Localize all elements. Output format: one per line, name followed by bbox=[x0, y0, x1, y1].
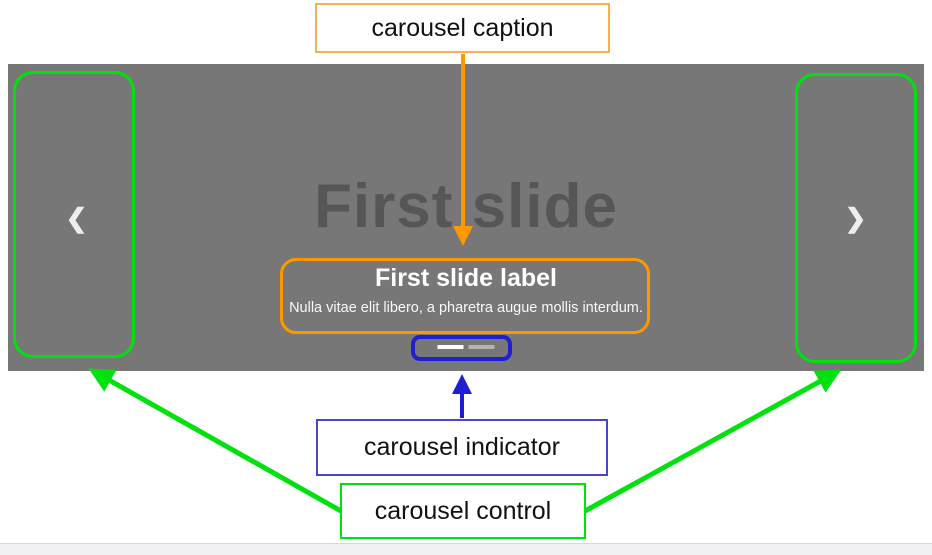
label-carousel-caption-text: carousel caption bbox=[371, 13, 554, 42]
carousel-control-prev[interactable]: ❮ bbox=[8, 64, 145, 371]
label-carousel-control-text: carousel control bbox=[374, 496, 552, 525]
carousel: First slide ❮ ❯ First slide label Nulla … bbox=[8, 64, 924, 371]
arrow-control-right bbox=[583, 369, 842, 514]
indicator-bar[interactable] bbox=[468, 345, 495, 349]
carousel-caption-text: Nulla vitae elit libero, a pharetra augu… bbox=[289, 299, 643, 316]
indicator-bar-active[interactable] bbox=[437, 345, 464, 349]
label-carousel-caption: carousel caption bbox=[315, 3, 610, 53]
carousel-control-next[interactable]: ❯ bbox=[787, 64, 924, 371]
highlight-control-left bbox=[13, 71, 135, 358]
arrow-control-left bbox=[88, 368, 343, 514]
label-carousel-indicator: carousel indicator bbox=[316, 419, 608, 476]
chevron-left-icon: ❮ bbox=[65, 202, 88, 233]
chevron-right-icon: ❯ bbox=[844, 202, 867, 233]
carousel-indicators bbox=[437, 345, 495, 349]
highlight-caption bbox=[280, 258, 650, 334]
label-carousel-indicator-text: carousel indicator bbox=[364, 433, 560, 461]
highlight-indicator bbox=[411, 335, 512, 361]
label-carousel-control: carousel control bbox=[340, 483, 586, 539]
highlight-control-right bbox=[795, 73, 917, 363]
carousel-caption: First slide label Nulla vitae elit liber… bbox=[281, 264, 651, 317]
carousel-caption-heading: First slide label bbox=[374, 264, 557, 292]
page-bottom-strip bbox=[0, 543, 932, 555]
